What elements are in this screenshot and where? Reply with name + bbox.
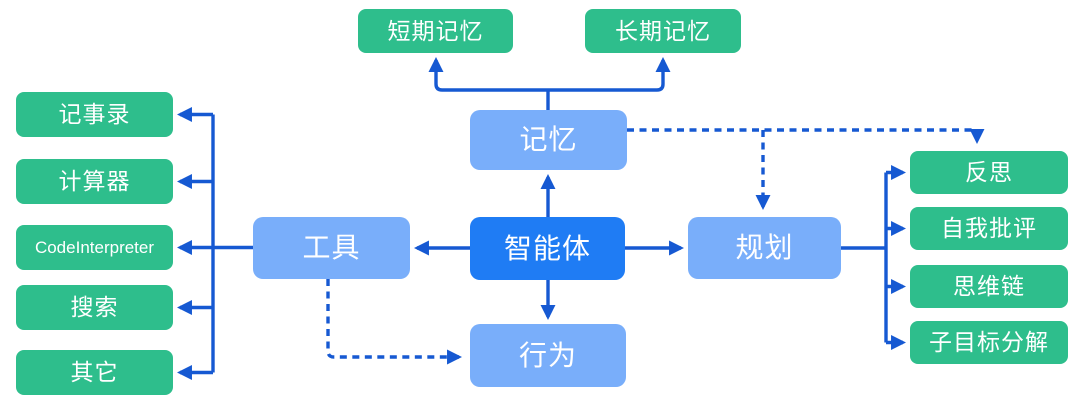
node-tool-search: 搜索	[16, 285, 173, 330]
node-tool-notepad: 记事录	[16, 92, 173, 137]
node-planning-label: 规划	[735, 232, 794, 263]
node-tool-calculator: 计算器	[16, 159, 173, 204]
node-action: 行为	[470, 324, 626, 387]
node-tool-notepad-label: 记事录	[58, 101, 131, 127]
node-planning-reflection: 反思	[910, 151, 1068, 194]
node-tool-code-interpreter: CodeInterpreter	[16, 225, 173, 270]
node-memory-label: 记忆	[519, 124, 578, 155]
node-tool-search-label: 搜索	[70, 294, 119, 320]
connector-memory-split	[428, 57, 671, 92]
node-planning-self-critique: 自我批评	[910, 207, 1068, 250]
node-tool-calculator-label: 计算器	[58, 168, 131, 194]
node-memory: 记忆	[470, 110, 627, 170]
node-agent: 智能体	[470, 217, 625, 280]
node-planning-reflection-label: 反思	[965, 159, 1013, 185]
node-action-label: 行为	[518, 339, 577, 371]
node-tool-other: 其它	[16, 350, 173, 395]
node-agent-label: 智能体	[503, 232, 591, 264]
node-tool-code-interpreter-label: CodeInterpreter	[34, 238, 155, 257]
node-tools: 工具	[253, 217, 410, 279]
node-planning-subgoal-decomposition-label: 子目标分解	[929, 329, 1049, 355]
node-planning: 规划	[688, 217, 841, 279]
node-planning-chain-of-thought: 思维链	[910, 265, 1068, 308]
node-tools-label: 工具	[302, 232, 361, 263]
node-long-term-memory-label: 长期记忆	[615, 17, 711, 44]
node-short-term-memory-label: 短期记忆	[387, 17, 484, 44]
connector-tools-action-dashed	[326, 279, 462, 365]
node-tool-other-label: 其它	[70, 359, 119, 385]
node-planning-chain-of-thought-label: 思维链	[953, 273, 1025, 299]
node-planning-subgoal-decomposition: 子目标分解	[910, 321, 1068, 364]
connector-memory-reflection-dashed	[627, 128, 985, 144]
node-long-term-memory: 长期记忆	[585, 9, 741, 53]
node-planning-self-critique-label: 自我批评	[941, 215, 1037, 241]
node-short-term-memory: 短期记忆	[358, 9, 513, 53]
